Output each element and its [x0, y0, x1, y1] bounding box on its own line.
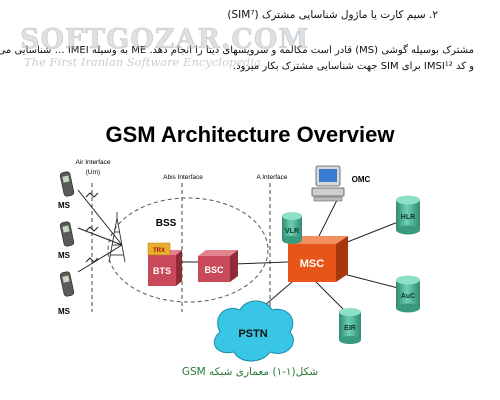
vlr-label: VLR: [285, 228, 299, 235]
auc-label: AuC: [401, 293, 415, 300]
bsc-node: BSC: [198, 250, 238, 282]
paragraph-line-1: مشترک بوسیله گوشی (MS) قادر است مکالمه و…: [0, 45, 474, 56]
omc-computer-icon: OMC: [311, 165, 371, 202]
eir-label: EIR: [344, 325, 356, 332]
bss-label: BSS: [156, 218, 177, 229]
watermark-brand: SOFTGOZAR.COM: [20, 24, 310, 56]
ms-label: MS: [58, 307, 71, 316]
msc-node: MSC: [288, 236, 348, 282]
um-label: (Um): [86, 169, 100, 176]
eir-database: EIR: [339, 308, 361, 344]
antenna-tower-icon: [108, 212, 126, 263]
bss-boundary: [107, 197, 269, 303]
mobile-station-1: MS: [58, 171, 75, 210]
air-interface-label: Air Interface: [75, 159, 110, 166]
radio-links: [85, 192, 99, 263]
hlr-database: HLR: [396, 195, 420, 235]
pstn-label: PSTN: [238, 328, 267, 340]
vlr-database: VLR: [282, 212, 302, 244]
msc-label: MSC: [300, 258, 325, 270]
auc-database: AuC: [396, 275, 420, 313]
figure-caption: شکل(۱-۱) معماری شبکه GSM: [181, 366, 319, 378]
trx-unit: [147, 242, 171, 256]
trx-label: TRX: [153, 248, 165, 254]
a-interface-label: A Interface: [256, 174, 287, 181]
ms-label: MS: [58, 201, 71, 210]
bts-label: BTS: [153, 266, 171, 276]
bts-node: TRX BTS: [147, 242, 182, 286]
ms-label: MS: [58, 251, 71, 260]
abis-interface-label: Abis Interface: [163, 174, 203, 181]
mobile-station-2: MS: [58, 221, 75, 260]
paragraph-line-2: و کد IMSI¹² برای SIM جهت شناسایی مشترک ب…: [232, 61, 474, 72]
mobile-station-3: MS: [58, 271, 75, 316]
figure-title: GSM Architecture Overview: [105, 122, 395, 147]
numbered-item-sim: ۲. سیم کارت یا ماژول شناسایی مشترک (SIM⁷…: [227, 9, 438, 21]
bsc-label: BSC: [204, 265, 224, 275]
watermark-tagline: The First Iranian Software Encyclopedia: [24, 55, 261, 69]
pstn-cloud: PSTN: [213, 300, 294, 362]
hlr-label: HLR: [401, 214, 415, 221]
omc-label: OMC: [352, 175, 371, 184]
